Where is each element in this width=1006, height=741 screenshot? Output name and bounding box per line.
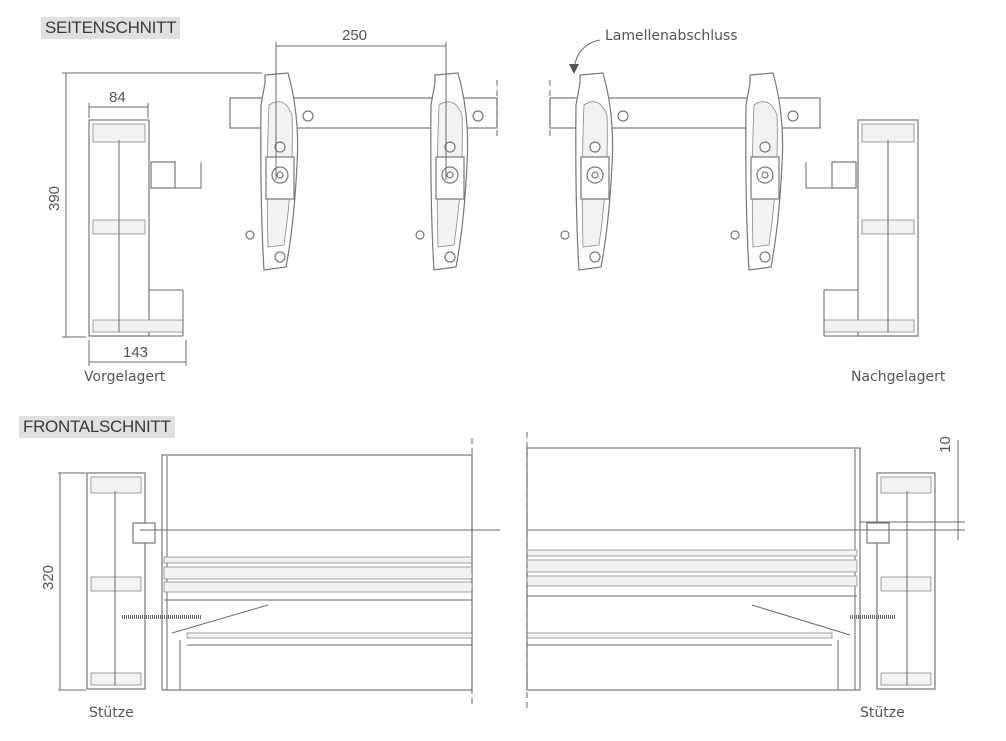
front-column-left xyxy=(86,472,156,690)
dim-offset-front: 10 xyxy=(936,436,954,453)
side-frame-left xyxy=(88,119,202,337)
front-column-right xyxy=(866,472,936,690)
label-lamellenabschluss: Lamellenabschluss xyxy=(605,28,738,44)
front-section-title: FRONTALSCHNITT xyxy=(19,416,175,438)
annotation-arrow xyxy=(573,39,601,69)
dim-lamella-spacing: 250 xyxy=(342,27,368,44)
dim-width-top: 84 xyxy=(109,89,126,106)
dim-height-front: 320 xyxy=(40,564,58,591)
side-section-title: SEITENSCHNITT xyxy=(41,17,181,39)
side-frame-right xyxy=(805,119,919,337)
label-vorgelagert: Vorgelagert xyxy=(84,369,166,385)
dim-width-bottom: 143 xyxy=(123,344,149,361)
label-nachgelagert: Nachgelagert xyxy=(851,369,946,385)
dim-height-side: 390 xyxy=(46,185,64,212)
front-panel-left xyxy=(122,454,473,691)
front-panel-right xyxy=(526,447,895,691)
label-stuetze-left: Stütze xyxy=(89,705,134,721)
label-stuetze-right: Stütze xyxy=(860,705,905,721)
